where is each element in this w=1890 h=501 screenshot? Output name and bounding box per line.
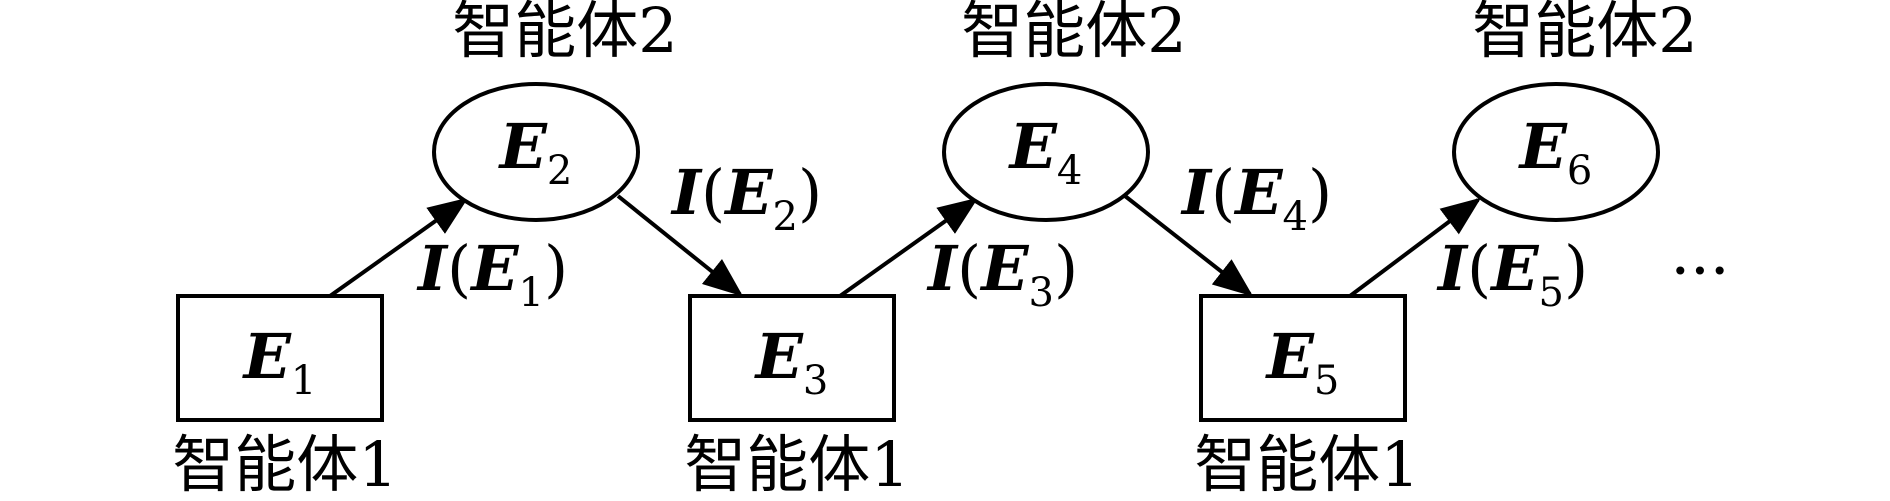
continuation-ellipsis: ··· [1670,234,1729,307]
node-e1-label: E1 [242,320,317,404]
agent-label-top-3: 智能体2 [1472,0,1697,67]
agent-label-top-2: 智能体2 [961,0,1186,67]
edge-label-i-e3: I(E3) [926,232,1078,316]
edge-label-i-e1: I(E1) [416,232,568,316]
agent-label-bottom-1: 智能体1 [172,428,397,501]
agent-label-top-1: 智能体2 [452,0,677,67]
edge-label-i-e2: I(E2) [670,156,822,240]
node-e5-label: E5 [1265,320,1340,404]
node-e6-label: E6 [1518,110,1593,194]
edge-e1-e2-arrow [328,197,469,298]
edge-label-i-e4: I(E4) [1180,156,1332,240]
node-e6-ellipse [1452,82,1660,222]
edge-e5-e6-arrow [1348,197,1482,298]
node-e3-box [688,294,896,422]
node-e5-box [1199,294,1407,422]
edge-label-i-e5: I(E5) [1436,232,1588,316]
agent-label-bottom-2: 智能体1 [684,428,909,501]
node-e3-label: E3 [754,320,829,404]
node-e4-ellipse [942,82,1150,222]
node-e4-label: E4 [1008,110,1083,194]
node-e1-box [176,294,384,422]
edge-e3-e4-arrow [838,197,979,298]
edge-e2-e3-arrow [616,194,744,297]
node-e2-ellipse [432,82,640,222]
agent-label-bottom-3: 智能体1 [1194,428,1419,501]
edge-e4-e5-arrow [1123,194,1254,297]
node-e2-label: E2 [498,110,573,194]
